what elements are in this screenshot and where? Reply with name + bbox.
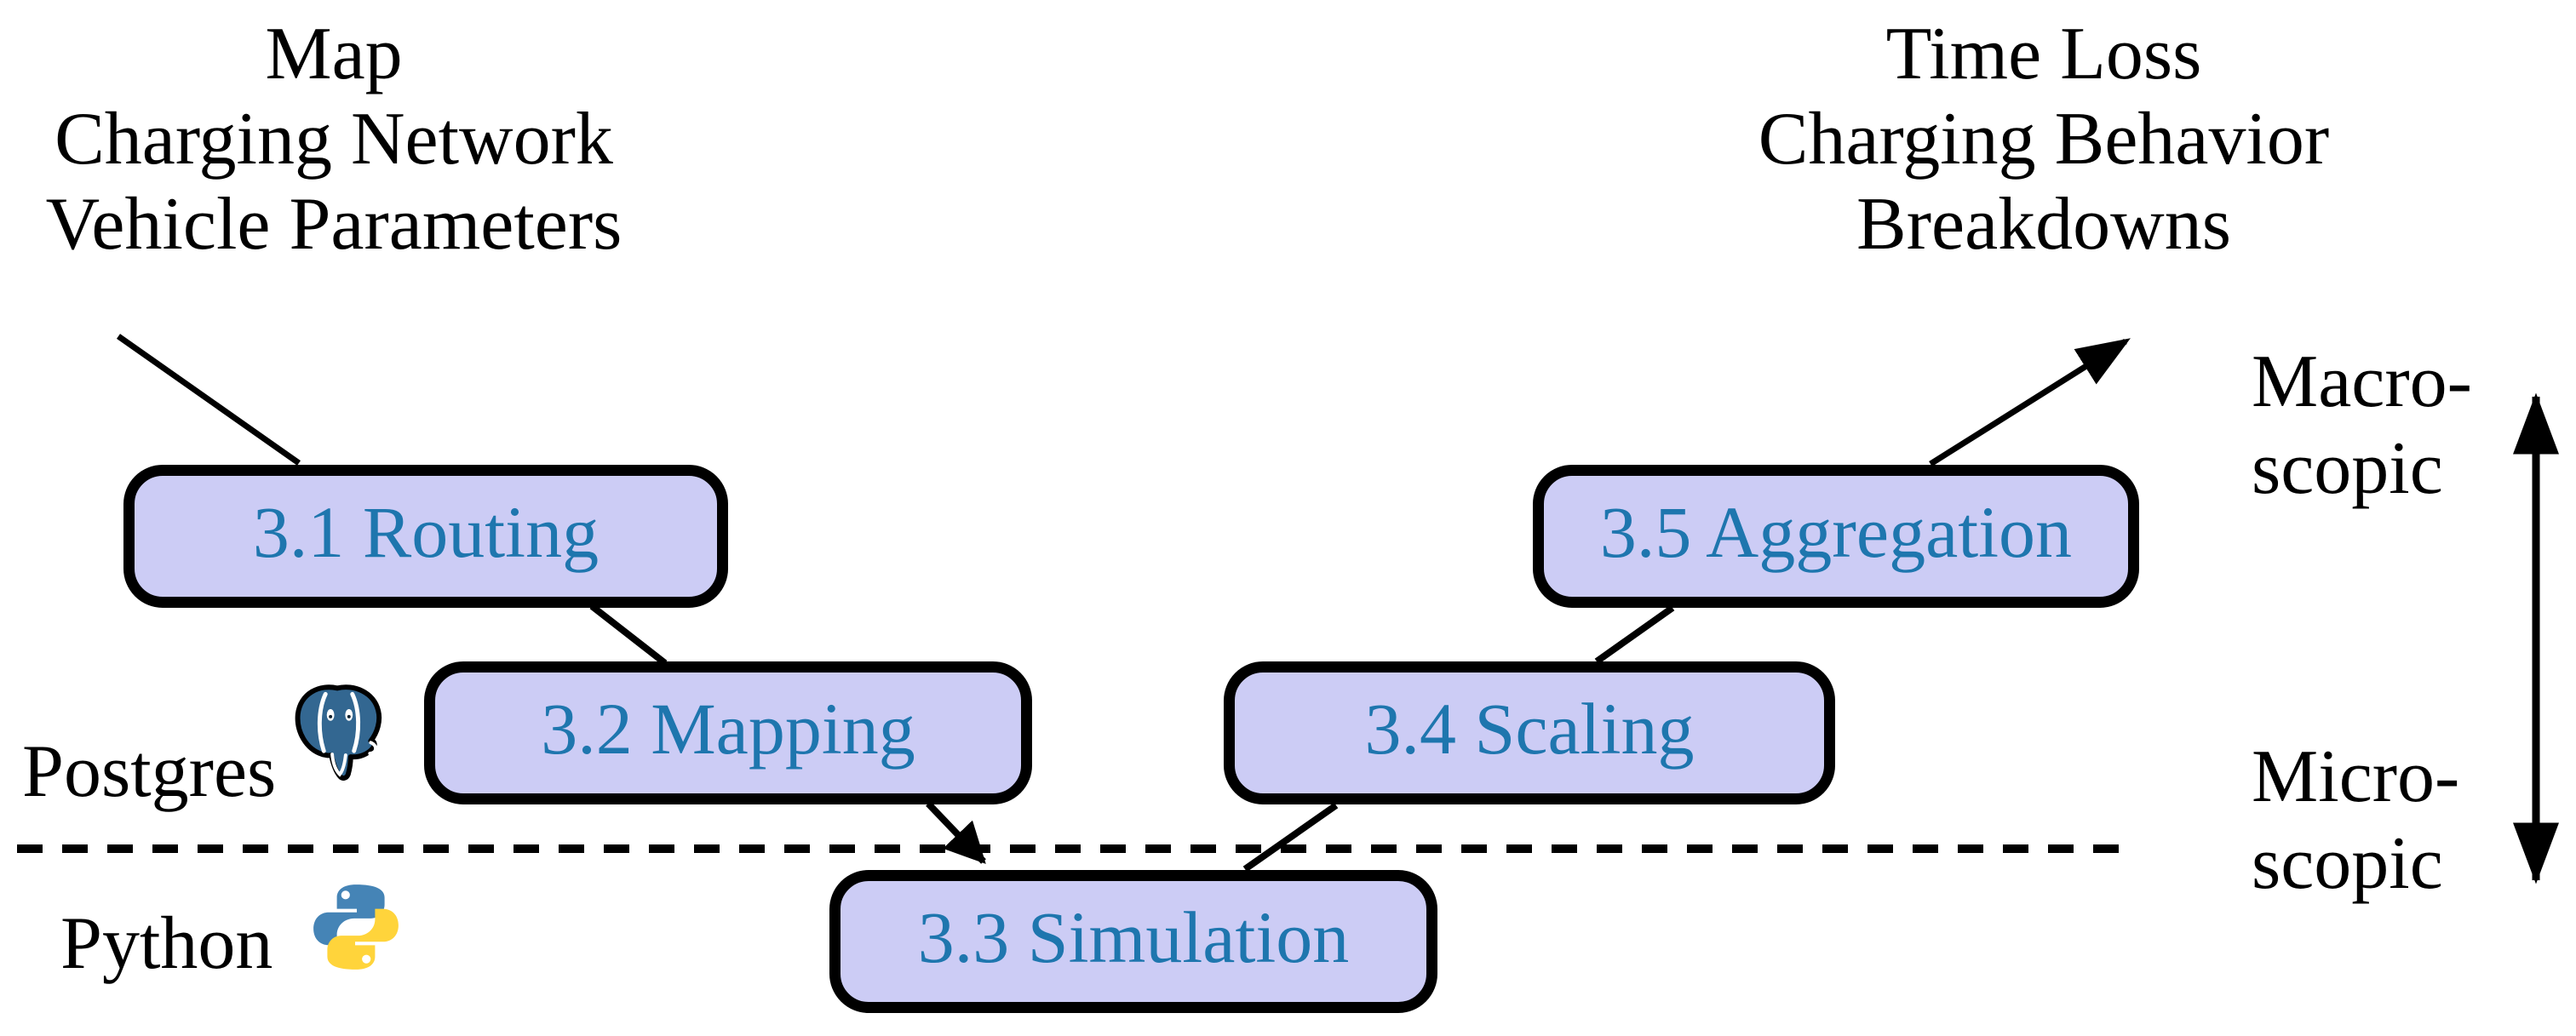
box-3-2-mapping-label: 3.2 Mapping — [541, 688, 915, 770]
box-3-4-scaling-label: 3.4 Scaling — [1364, 688, 1695, 770]
simulation-to-scaling-line — [1242, 802, 1339, 873]
input-annotation-line-2: Charging Network — [55, 98, 613, 180]
macroscopic-label-line-1: Macro- — [2252, 341, 2472, 423]
routing-to-mapping-line — [589, 603, 668, 667]
output-annotation: Time Loss Charging Behavior Breakdowns — [1722, 12, 2366, 267]
output-annotation-line-2: Charging Behavior — [1758, 98, 2330, 180]
input-annotation-line-3: Vehicle Parameters — [45, 183, 622, 266]
box-3-5-aggregation-label: 3.5 Aggregation — [1599, 491, 2073, 573]
output-annotation-line-1: Time Loss — [1885, 13, 2202, 95]
box-3-2-mapping: 3.2 Mapping — [424, 661, 1032, 804]
box-3-1-routing-label: 3.1 Routing — [252, 491, 600, 573]
output-annotation-line-3: Breakdowns — [1856, 183, 2231, 266]
output-arrow — [1929, 338, 2131, 466]
box-3-4-scaling: 3.4 Scaling — [1224, 661, 1835, 804]
macroscopic-label: Macro- scopic — [2252, 339, 2472, 512]
macroscopic-label-line-2: scopic — [2252, 427, 2443, 510]
microscopic-label-line-2: scopic — [2252, 822, 2443, 905]
postgresql-elephant-icon — [295, 684, 382, 781]
python-logo-icon — [313, 884, 399, 970]
scaling-to-aggregation-line — [1594, 604, 1675, 665]
python-label: Python — [60, 902, 273, 985]
box-3-3-simulation: 3.3 Simulation — [829, 870, 1437, 1013]
input-annotation: Map Charging Network Vehicle Parameters — [15, 12, 652, 267]
input-annotation-line-1: Map — [265, 13, 403, 95]
postgres-label: Postgres — [22, 730, 277, 813]
box-3-3-simulation-label: 3.3 Simulation — [917, 896, 1350, 978]
box-3-1-routing: 3.1 Routing — [123, 465, 728, 608]
microscopic-label: Micro- scopic — [2252, 734, 2459, 907]
microscopic-label-line-1: Micro- — [2252, 736, 2460, 818]
box-3-5-aggregation: 3.5 Aggregation — [1533, 465, 2139, 608]
input-line — [116, 334, 301, 466]
